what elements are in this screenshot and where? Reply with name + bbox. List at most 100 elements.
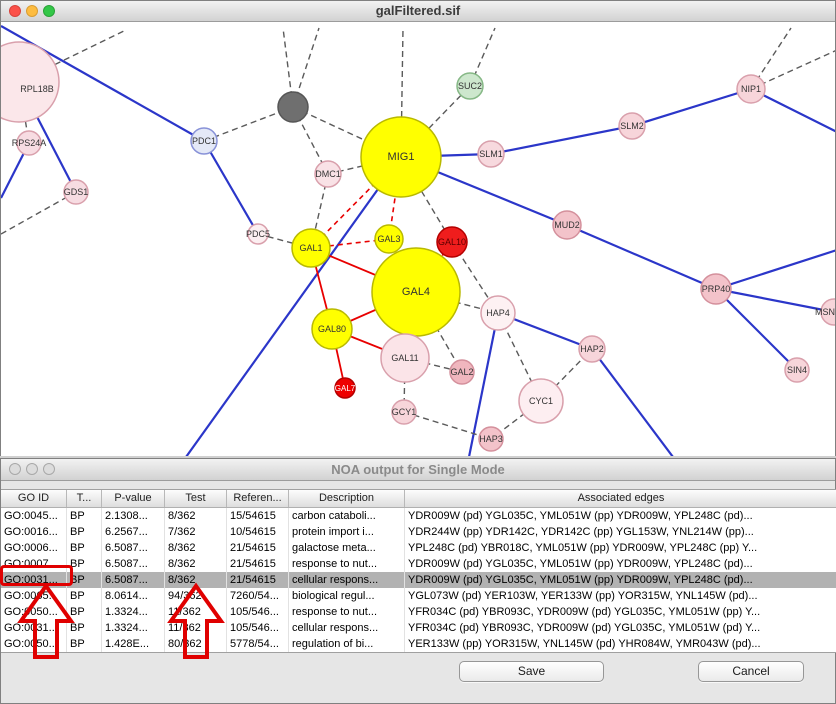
table-cell: response to nut...: [289, 604, 405, 620]
network-window-titlebar[interactable]: galFiltered.sif: [1, 1, 835, 22]
graph-node-gal80[interactable]: [311, 308, 353, 350]
table-cell: response to nut...: [289, 556, 405, 572]
graph-edge-pp[interactable]: [631, 87, 752, 128]
graph-node-gal2[interactable]: [449, 359, 475, 385]
minimize-button-inactive[interactable]: [26, 463, 38, 475]
graph-edge-pp[interactable]: [750, 88, 835, 133]
graph-node-nip1[interactable]: [736, 74, 766, 104]
table-cell: BP: [67, 636, 102, 652]
graph-edge-pp[interactable]: [715, 288, 798, 371]
table-cell: 21/54615: [227, 540, 289, 556]
graph-node-slm2[interactable]: [618, 112, 646, 140]
graph-node-pdc1[interactable]: [190, 127, 218, 155]
graph-edge-pd[interactable]: [400, 156, 453, 243]
network-window-title: galFiltered.sif: [375, 3, 461, 18]
graph-node-gcy1[interactable]: [391, 399, 417, 425]
graph-node-gal10[interactable]: [436, 226, 468, 258]
column-header-p-value[interactable]: P-value: [102, 490, 165, 507]
table-cell: YFR034C (pd) YBR093C, YDR009W (pd) YGL03…: [408, 606, 761, 618]
zoom-button[interactable]: [43, 5, 55, 17]
table-cell: 105/546...: [227, 604, 289, 620]
graph-edge-pp[interactable]: [566, 223, 717, 291]
table-cell: 8/362: [165, 572, 227, 588]
minimize-button[interactable]: [26, 5, 38, 17]
cancel-button[interactable]: Cancel: [698, 661, 804, 682]
graph-edge-pd[interactable]: [203, 106, 294, 142]
table-cell: biological regul...: [289, 588, 405, 604]
table-cell: BP: [67, 588, 102, 604]
graph-edge-pp[interactable]: [203, 140, 259, 235]
graph-edge-pd[interactable]: [750, 50, 835, 90]
graph-node-gray1[interactable]: [277, 91, 309, 123]
table-cell: GO:0050...: [1, 636, 67, 652]
graph-edge-pd[interactable]: [400, 85, 471, 158]
table-cell: 1.428E...: [102, 636, 165, 652]
graph-node-hap3[interactable]: [478, 426, 504, 452]
graph-edge-pp[interactable]: [591, 348, 674, 456]
graph-node-hap2[interactable]: [578, 335, 606, 363]
graph-node-mig1[interactable]: [360, 116, 442, 198]
graph-node-hap4[interactable]: [480, 295, 516, 331]
graph-edge-pp[interactable]: [715, 249, 835, 291]
table-cell: 11/362: [165, 604, 227, 620]
graph-node-gal4[interactable]: [371, 247, 461, 337]
graph-node-sin4[interactable]: [784, 357, 810, 383]
table-cell: GO:0031...: [1, 572, 67, 588]
graph-node-gal7[interactable]: [334, 377, 356, 399]
table-cell: 80/362: [165, 636, 227, 652]
save-button[interactable]: Save: [459, 661, 604, 682]
graph-node-rps24a[interactable]: [16, 130, 42, 156]
table-cell: BP: [67, 604, 102, 620]
zoom-button-inactive[interactable]: [43, 463, 55, 475]
graph-edge-pd[interactable]: [403, 411, 492, 440]
graph-node-slm1[interactable]: [477, 140, 505, 168]
table-cell: protein import i...: [289, 524, 405, 540]
column-header-t-[interactable]: T...: [67, 490, 102, 507]
column-header-test[interactable]: Test: [165, 490, 227, 507]
table-cell: GO:0045...: [1, 508, 67, 524]
column-header-go-id[interactable]: GO ID: [1, 490, 67, 507]
table-cell: 10/54615: [227, 524, 289, 540]
graph-node-gal11[interactable]: [380, 333, 430, 383]
graph-node-mud2[interactable]: [552, 210, 582, 240]
table-cell: 6.5087...: [102, 556, 165, 572]
graph-edge-pp[interactable]: [490, 124, 633, 156]
graph-node-dmc1[interactable]: [314, 160, 342, 188]
close-button-inactive[interactable]: [9, 463, 21, 475]
column-header-description[interactable]: Description: [289, 490, 405, 507]
graph-node-gal1[interactable]: [291, 228, 331, 268]
graph-node-msn[interactable]: [820, 298, 835, 326]
graph-node-suc2[interactable]: [456, 72, 484, 100]
column-header-referen-[interactable]: Referen...: [227, 490, 289, 507]
close-button[interactable]: [9, 5, 21, 17]
table-cell: YDR009W (pd) YGL035C, YML051W (pp) YDR00…: [408, 558, 753, 570]
graph-node-prp40[interactable]: [700, 273, 732, 305]
graph-node-gal3[interactable]: [374, 224, 404, 254]
graph-node-gds1[interactable]: [63, 179, 89, 205]
noa-window-titlebar[interactable]: NOA output for Single Mode: [1, 459, 835, 481]
table-cell: YGL073W (pd) YER103W, YER133W (pp) YOR31…: [408, 590, 758, 602]
graph-node-pdc5[interactable]: [247, 223, 269, 245]
graph-node-rpl18b[interactable]: [1, 41, 60, 123]
column-header-associated-edges[interactable]: Associated edges: [577, 492, 665, 504]
table-cell: 6.5087...: [102, 572, 165, 588]
graph-edge-pp[interactable]: [715, 287, 835, 314]
graph-node-cyc1[interactable]: [518, 378, 564, 424]
graph-edge-pp[interactable]: [185, 156, 402, 456]
graph-edge-pd[interactable]: [1, 191, 77, 235]
table-cell: 11/362: [165, 620, 227, 636]
table-cell: cellular respons...: [289, 572, 405, 588]
